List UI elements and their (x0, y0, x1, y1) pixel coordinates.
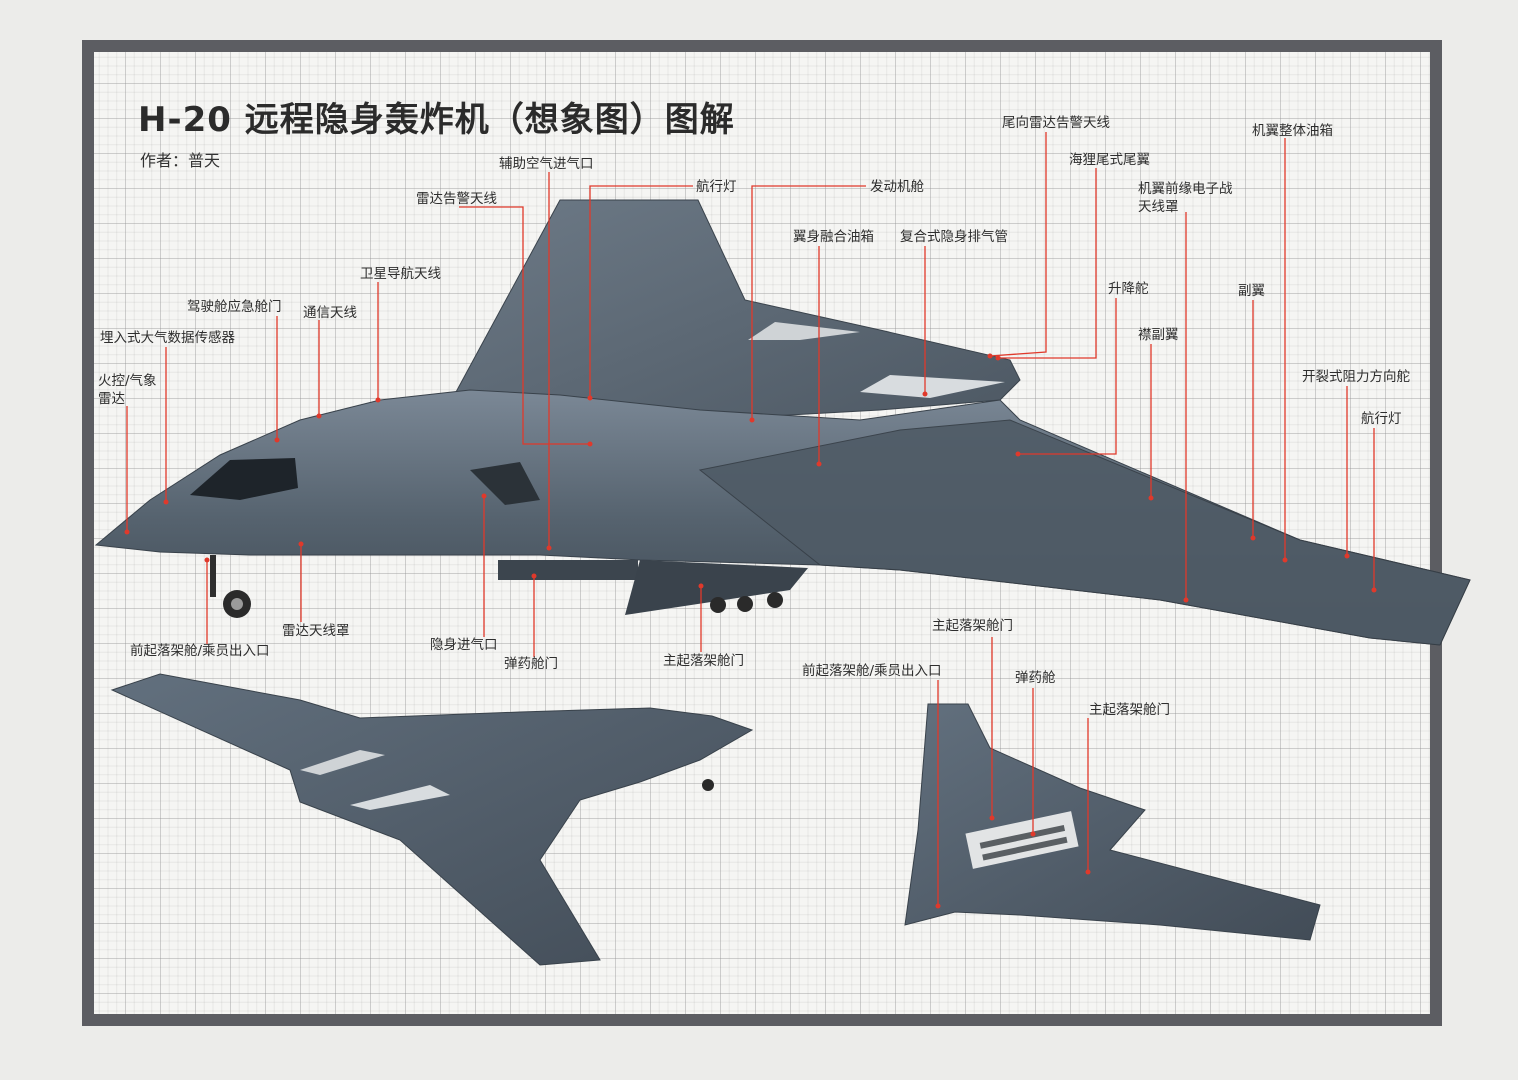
label-composite-stealth-exhaust: 复合式隐身排气管 (900, 229, 1008, 245)
label-main-gear-bay-door: 主起落架舱门 (663, 653, 744, 669)
leader-dots (124, 353, 1377, 909)
main-aircraft-canopy (190, 458, 298, 500)
label-flaperon: 襟副翼 (1138, 327, 1179, 343)
label-cockpit-emergency-hatch: 驾驶舱应急舱门 (187, 299, 282, 315)
label-tail-radar-warning-antenna: 尾向雷达告警天线 (1002, 115, 1110, 131)
leader-lines (126, 132, 1375, 906)
label-nav-light-right: 航行灯 (1361, 411, 1402, 427)
label-wing-integral-fuel-tank: 机翼整体油箱 (1252, 123, 1333, 139)
label-wing-leading-edge-ew-antenna: 机翼前缘电子战 天线罩 (1138, 180, 1248, 216)
main-aircraft-exhaust-2 (860, 375, 1005, 398)
label-bottom-nose-gear-bay-crew-hatch: 前起落架舱/乘员出入口 (802, 663, 942, 679)
label-embedded-air-data-sensor: 埋入式大气数据传感器 (100, 330, 235, 346)
label-radar-warning-antenna: 雷达告警天线 (416, 191, 497, 207)
label-aileron: 副翼 (1238, 283, 1265, 299)
main-aircraft-view (94, 199, 1471, 646)
label-bottom-weapons-bay: 弹药舱 (1015, 670, 1056, 686)
label-fire-control-weather-radar: 火控/气象 雷达 (98, 372, 178, 408)
top-view-exhaust-2 (350, 785, 450, 810)
bottom-view-aircraft-body (904, 703, 1321, 941)
label-radome: 雷达天线罩 (282, 623, 350, 639)
diagram-title: H-20 远程隐身轰炸机（想象图）图解 (138, 100, 735, 140)
label-weapons-bay-door: 弹药舱门 (504, 656, 558, 672)
top-view-aircraft-body (110, 673, 754, 966)
top-view-exhaust-1 (300, 750, 385, 775)
label-nav-light-top: 航行灯 (696, 179, 737, 195)
label-engine-bay: 发动机舱 (870, 179, 924, 195)
label-satnav-antenna: 卫星导航天线 (360, 266, 441, 282)
label-beaver-tail: 海狸尾式尾翼 (1069, 152, 1150, 168)
label-stealth-air-inlet: 隐身进气口 (430, 637, 498, 653)
label-fire-control-weather-radar-text: 火控/气象 雷达 (98, 373, 157, 407)
label-blended-body-fuel-tank: 翼身融合油箱 (793, 229, 874, 245)
bottom-view-aircraft (904, 703, 1321, 941)
label-comm-antenna: 通信天线 (303, 305, 357, 321)
label-bottom-main-gear-bay-door: 主起落架舱门 (932, 618, 1013, 634)
main-aircraft-right-wing (698, 419, 1471, 646)
main-aircraft-exhaust-1 (748, 322, 860, 340)
main-aircraft-main-gear-door (625, 560, 808, 615)
label-split-drag-rudder: 开裂式阻力方向舵 (1302, 369, 1410, 385)
main-aircraft-weapons-bay-door (498, 560, 638, 580)
author-credit: 作者：普天 (140, 151, 221, 170)
label-bottom-main-gear-bay-door-2: 主起落架舱门 (1089, 702, 1170, 718)
main-aircraft-nose-gear-strut (210, 555, 216, 597)
label-elevator: 升降舵 (1108, 281, 1149, 297)
label-nose-gear-bay-crew-hatch: 前起落架舱/乘员出入口 (130, 643, 270, 659)
top-view-aircraft (110, 673, 754, 966)
label-wing-leading-edge-ew-antenna-text: 机翼前缘电子战 天线罩 (1138, 181, 1233, 215)
label-aux-air-inlet: 辅助空气进气口 (499, 156, 594, 172)
main-aircraft-inlet (470, 462, 540, 505)
